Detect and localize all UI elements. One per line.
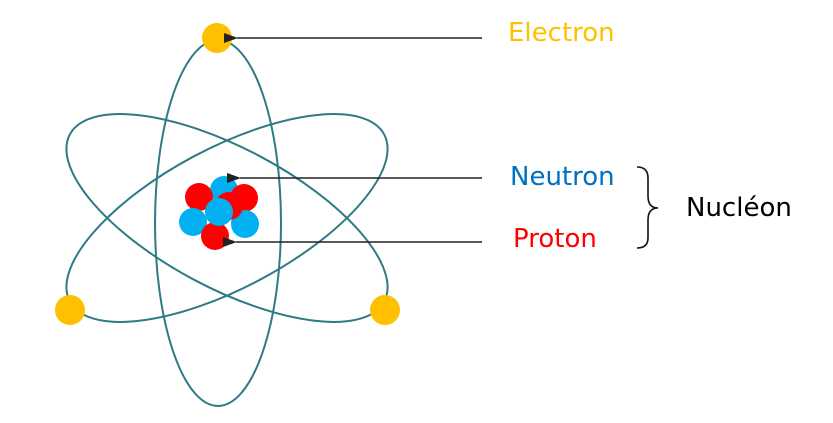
nucleon-brace	[636, 166, 659, 249]
neutron-particle	[205, 198, 233, 226]
electron-particle-right	[370, 295, 400, 325]
nucleon-label: Nucléon	[686, 193, 792, 223]
nucleus	[179, 176, 259, 250]
proton-particle	[201, 222, 229, 250]
electron-particle-top	[202, 23, 232, 53]
electron-particle-left	[55, 295, 85, 325]
neutron-particle	[231, 210, 259, 238]
neutron-label: Neutron	[510, 162, 615, 192]
proton-label: Proton	[513, 224, 597, 254]
neutron-particle	[179, 208, 207, 236]
electron-label: Electron	[508, 18, 615, 48]
proton-particle	[185, 183, 213, 211]
